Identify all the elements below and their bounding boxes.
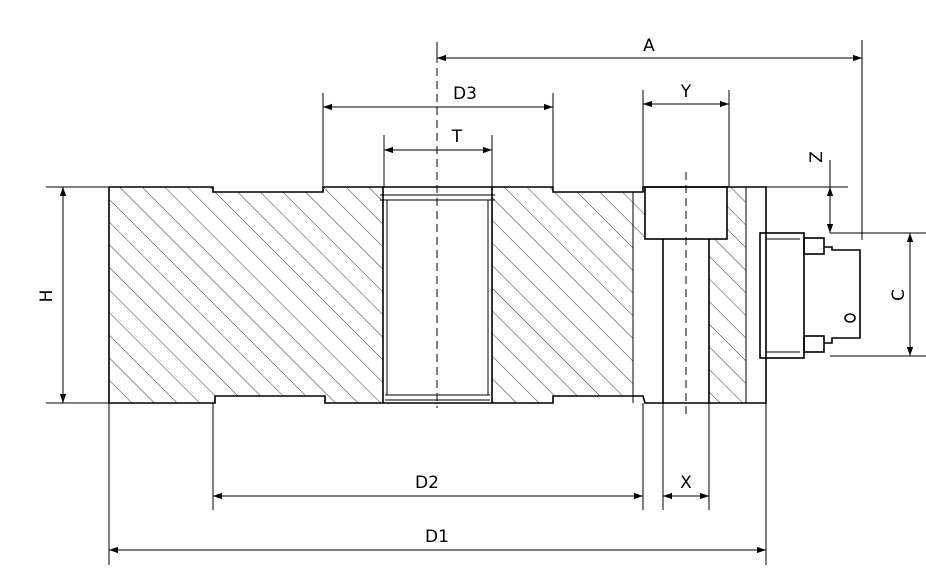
label-d2: D2 — [415, 473, 439, 493]
dimension-labels: A D3 Y T Z H C D2 X D1 — [37, 36, 909, 547]
connector-screw-icon — [844, 313, 856, 323]
hatched-section — [109, 187, 746, 403]
section-left — [109, 187, 383, 403]
connector — [759, 232, 861, 359]
label-y: Y — [680, 82, 692, 102]
label-a: A — [643, 36, 655, 56]
center-lines — [436, 42, 687, 415]
label-z: Z — [807, 151, 827, 163]
label-d1: D1 — [425, 527, 449, 547]
label-h: H — [37, 290, 57, 303]
label-c: C — [889, 289, 909, 301]
label-d3: D3 — [453, 84, 477, 104]
label-t: T — [451, 127, 463, 147]
dimension-lines — [59, 54, 914, 554]
label-x: X — [680, 473, 692, 493]
